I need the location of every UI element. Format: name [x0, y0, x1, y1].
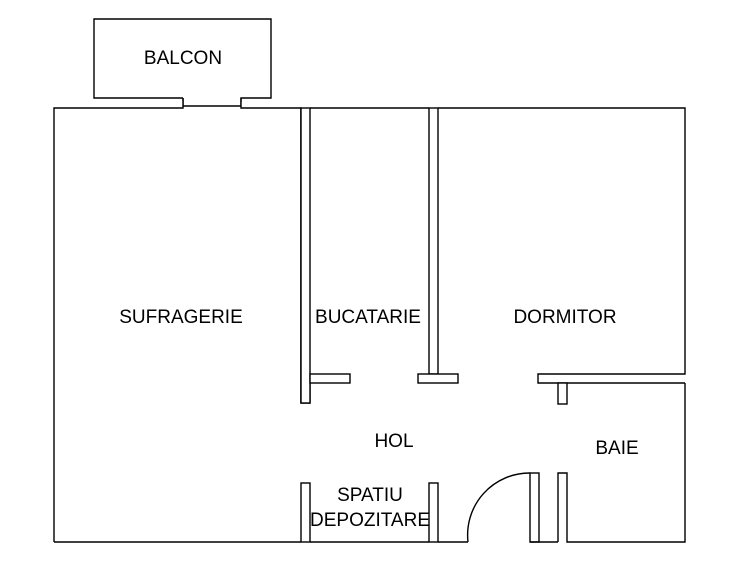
kitchen-door-stub-left	[309, 373, 351, 384]
balcony-label: BALCON	[144, 48, 222, 69]
storage-left-wall	[300, 482, 311, 543]
living-room-label: SUFRAGERIE	[119, 307, 243, 328]
bathroom-door-stub	[557, 382, 568, 405]
bathroom-wall	[557, 383, 686, 543]
kitchen-left-wall	[300, 107, 311, 404]
entrance-door-swing-arc	[466, 472, 531, 543]
kitchen-door-stub-right	[417, 373, 459, 384]
entrance-door-frame	[529, 472, 540, 543]
storage-right-wall	[428, 482, 439, 543]
kitchen-right-wall	[428, 107, 439, 375]
storage-label-line2: DEPOZITARE	[310, 510, 430, 531]
bathroom-label: BAIE	[595, 438, 638, 459]
storage-label-line1: SPATIU	[337, 485, 403, 506]
hall-label: HOL	[374, 431, 413, 452]
balcony-wall	[93, 18, 272, 107]
bedroom-wall	[438, 107, 686, 384]
living-room-top-right-wall	[240, 98, 311, 404]
kitchen-label: BUCATARIE	[315, 307, 421, 328]
living-room-wall	[53, 98, 184, 542]
bedroom-label: DORMITOR	[513, 307, 616, 328]
